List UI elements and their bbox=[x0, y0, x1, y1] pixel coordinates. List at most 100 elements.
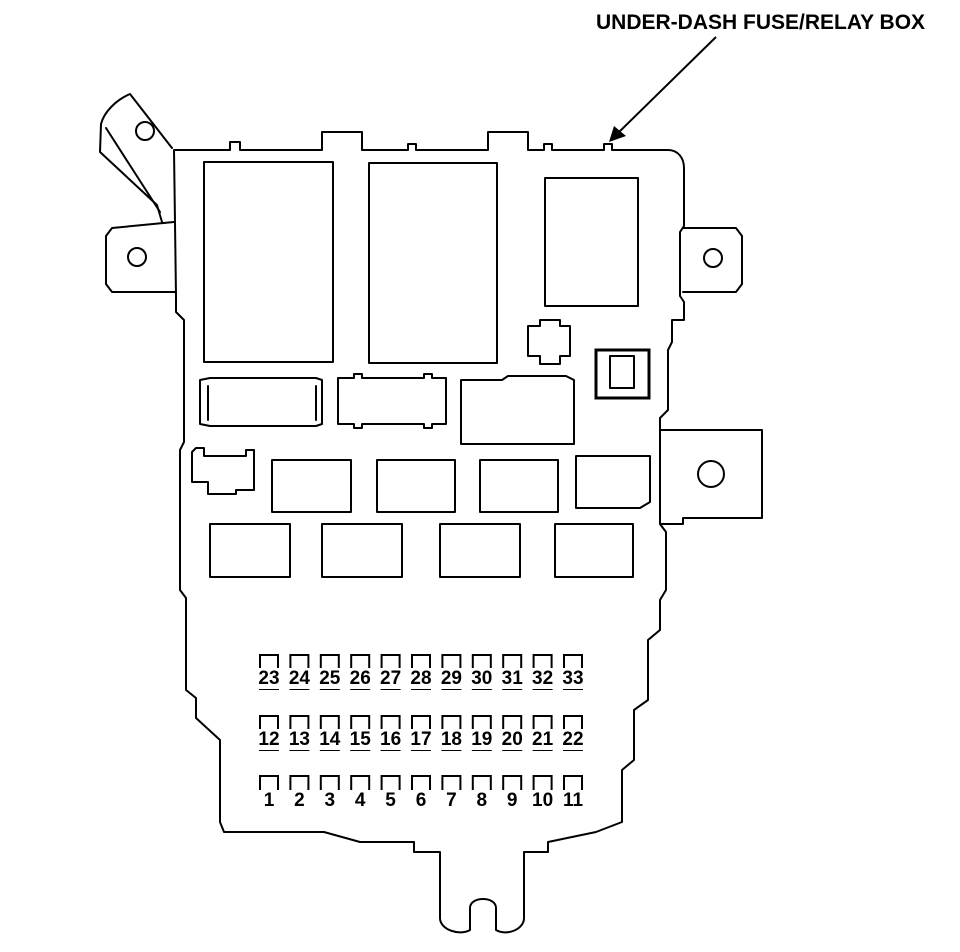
fuse-label-backing bbox=[529, 668, 556, 689]
fuse-number: 26 bbox=[350, 668, 371, 689]
fuse-label-backing bbox=[529, 790, 556, 811]
callout-arrow bbox=[609, 36, 717, 142]
fuse-number: 14 bbox=[319, 729, 341, 750]
small-connector bbox=[527, 319, 571, 365]
fuse-number: 24 bbox=[289, 668, 311, 689]
fuse-label-backing bbox=[499, 790, 526, 811]
fuse-slot: 4 bbox=[347, 775, 374, 811]
fuse-slot: 18 bbox=[438, 715, 465, 751]
connector-block-1 bbox=[199, 377, 323, 427]
fuse-number: 27 bbox=[380, 668, 401, 689]
fuse-slot: 29 bbox=[438, 654, 465, 690]
fuse-number: 28 bbox=[410, 668, 431, 689]
callout-label: UNDER-DASH FUSE/RELAY BOX bbox=[596, 11, 925, 34]
fuse-label-backing bbox=[499, 668, 526, 689]
fuse-label-backing bbox=[256, 790, 282, 811]
fuse-number: 9 bbox=[507, 790, 518, 811]
fuse-label-backing bbox=[286, 729, 313, 750]
fuse-number: 8 bbox=[477, 790, 488, 811]
fuse-label-backing bbox=[316, 790, 343, 811]
fuse-slot: 23 bbox=[256, 654, 282, 690]
fuse-label-backing bbox=[438, 668, 465, 689]
fuse-number: 29 bbox=[441, 668, 462, 689]
fuse-number: 33 bbox=[562, 668, 583, 689]
fuse-slot: 9 bbox=[499, 775, 526, 811]
mini-relay-6 bbox=[321, 523, 403, 578]
fuse-slot: 24 bbox=[286, 654, 313, 690]
right-connector-block bbox=[660, 429, 763, 525]
fuse-number: 5 bbox=[385, 790, 396, 811]
fuse-label-backing bbox=[438, 790, 465, 811]
fuse-slot: 16 bbox=[377, 715, 404, 751]
fuse-label-backing bbox=[560, 790, 586, 811]
relay-large-3 bbox=[544, 177, 639, 307]
fuse-label-backing bbox=[286, 668, 313, 689]
fuse-number: 32 bbox=[532, 668, 553, 689]
fuse-slot: 11 bbox=[560, 775, 586, 811]
fuse-slot: 31 bbox=[499, 654, 526, 690]
fuse-label-backing bbox=[468, 668, 495, 689]
fuse-slot: 13 bbox=[286, 715, 313, 751]
fuse-slot: 12 bbox=[256, 715, 282, 751]
mounting-tab-left bbox=[105, 221, 177, 293]
fuse-slot: 32 bbox=[529, 654, 556, 690]
fuse-label-backing bbox=[256, 729, 282, 750]
fuse-label-backing bbox=[377, 729, 404, 750]
indicator-socket bbox=[594, 348, 651, 400]
fuse-number: 3 bbox=[325, 790, 336, 811]
fuse-slot: 30 bbox=[468, 654, 495, 690]
fuse-slot: 27 bbox=[377, 654, 404, 690]
fuse-label-backing bbox=[529, 729, 556, 750]
relay-large-1 bbox=[203, 161, 334, 363]
fuse-number: 17 bbox=[410, 729, 431, 750]
fuse-slot: 22 bbox=[560, 715, 586, 751]
fuse-label-backing bbox=[286, 790, 313, 811]
fuse-label-backing bbox=[408, 668, 434, 689]
mini-relay-4 bbox=[575, 455, 651, 509]
fuse-label-backing bbox=[347, 729, 374, 750]
fuse-number: 18 bbox=[441, 729, 462, 750]
fuse-number: 10 bbox=[532, 790, 553, 811]
fuse-slot: 8 bbox=[468, 775, 495, 811]
connector-block-3 bbox=[460, 375, 575, 445]
fuse-label-backing bbox=[377, 668, 404, 689]
fuse-label-backing bbox=[316, 668, 343, 689]
fuse-number: 4 bbox=[355, 790, 366, 811]
fuse-slot: 10 bbox=[529, 775, 556, 811]
fuse-label-backing bbox=[347, 668, 374, 689]
mounting-tab-right bbox=[682, 227, 743, 293]
fuse-slot: 14 bbox=[316, 715, 343, 751]
connector-block-2 bbox=[337, 373, 447, 429]
fuse-number: 30 bbox=[471, 668, 492, 689]
fuse-label-backing bbox=[560, 668, 586, 689]
fuse-label-backing bbox=[468, 729, 495, 750]
fuse-slot: 26 bbox=[347, 654, 374, 690]
mini-relay-8 bbox=[554, 523, 634, 578]
relay-large-2 bbox=[368, 162, 498, 364]
mini-relay-3 bbox=[479, 459, 559, 513]
fuse-number: 22 bbox=[562, 729, 583, 750]
fuse-slot: 33 bbox=[560, 654, 586, 690]
small-relay-left bbox=[191, 447, 255, 495]
fuse-label-backing bbox=[408, 729, 434, 750]
fuse-slot: 5 bbox=[377, 775, 404, 811]
housing-outline bbox=[173, 131, 685, 934]
fuse-slot: 2 bbox=[286, 775, 313, 811]
mounting-tab-top-left bbox=[99, 93, 173, 223]
fuse-slot: 25 bbox=[316, 654, 343, 690]
fuse-slot: 3 bbox=[316, 775, 343, 811]
fuse-number: 2 bbox=[294, 790, 305, 811]
fuse-slot: 6 bbox=[408, 775, 434, 811]
fuse-number: 23 bbox=[258, 668, 279, 689]
fuse-number: 12 bbox=[258, 729, 279, 750]
fuse-slot: 7 bbox=[438, 775, 465, 811]
fuse-number: 31 bbox=[502, 668, 524, 689]
mini-relay-5 bbox=[209, 523, 291, 578]
fuse-number: 15 bbox=[350, 729, 372, 750]
fuse-slot: 17 bbox=[408, 715, 434, 751]
fuse-slot: 20 bbox=[499, 715, 526, 751]
fuse-slot: 15 bbox=[347, 715, 374, 751]
